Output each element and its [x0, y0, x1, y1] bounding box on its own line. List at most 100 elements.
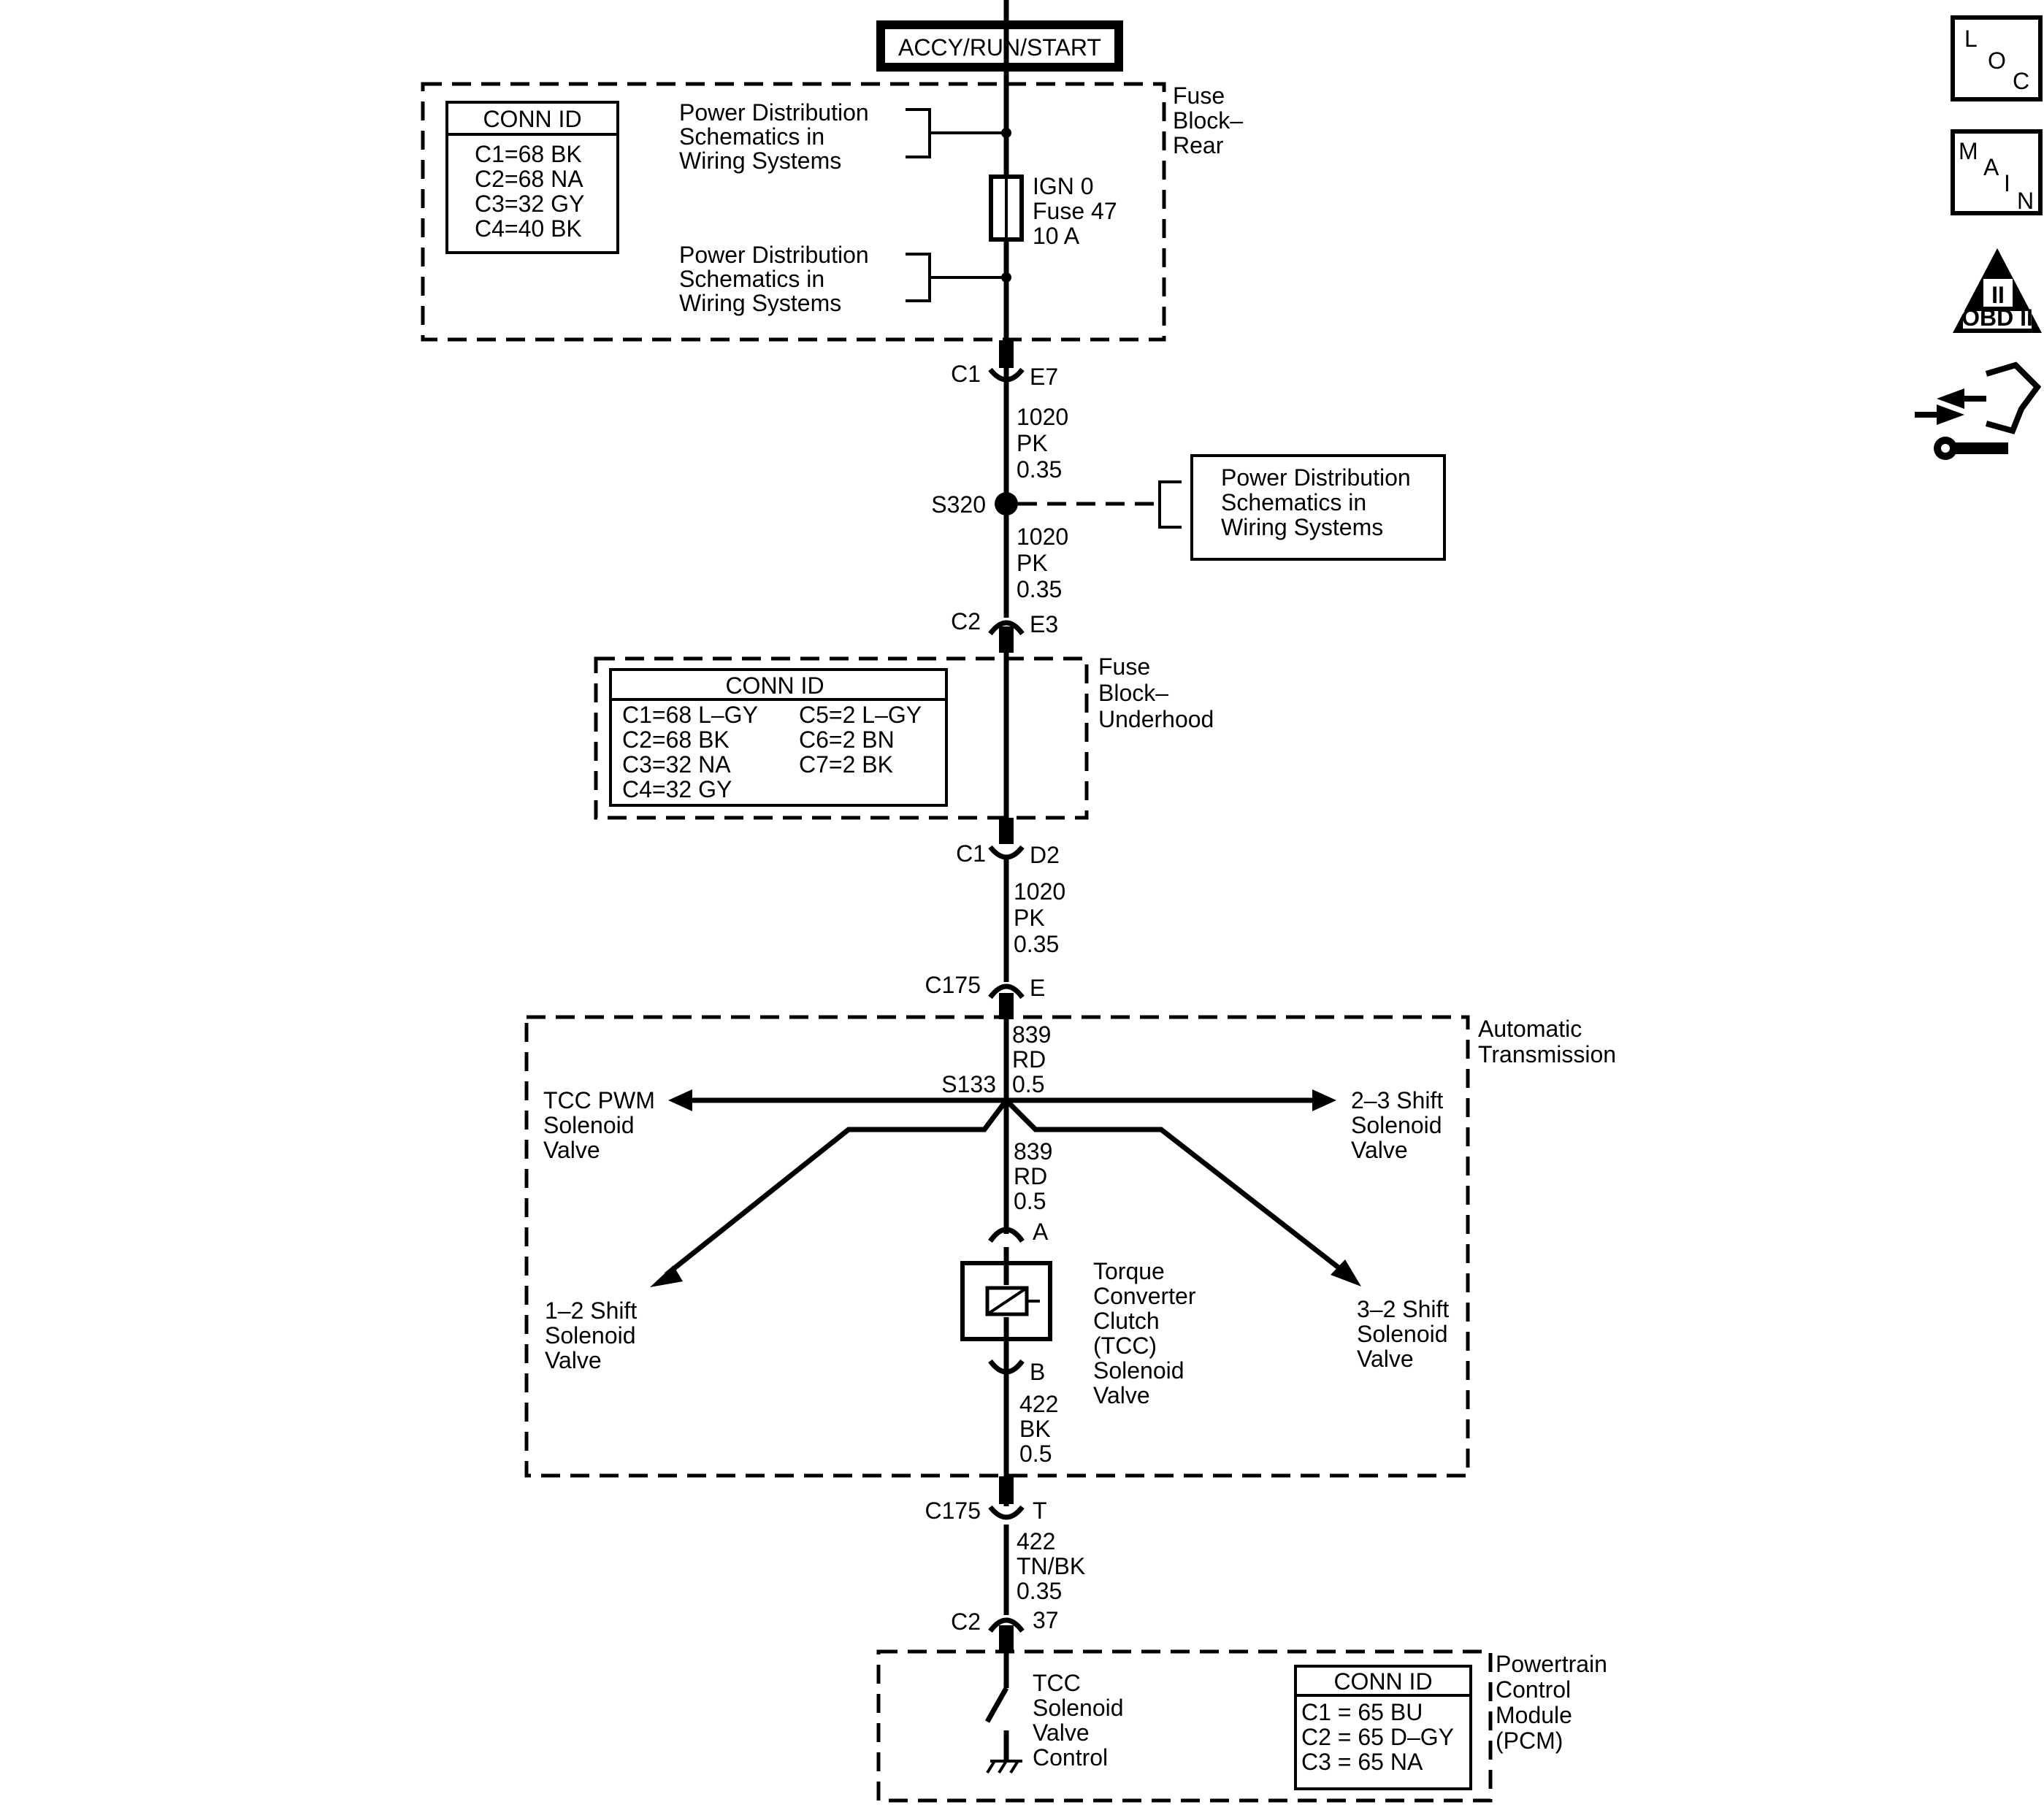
svg-text:C3=32 GY: C3=32 GY: [475, 191, 584, 217]
svg-text:Fuse: Fuse: [1098, 653, 1150, 680]
svg-text:TCC: TCC: [1033, 1670, 1081, 1696]
splice-s320: S320: [931, 480, 1182, 529]
svg-text:Schematics in: Schematics in: [679, 266, 824, 292]
automatic-transmission-boundary: [524, 1015, 1470, 1478]
svg-text:Valve: Valve: [1033, 1719, 1090, 1746]
svg-text:CONN ID: CONN ID: [483, 106, 581, 132]
branch-shift-12: 1–2 Shift Solenoid Valve: [545, 1098, 1008, 1373]
svg-text:Powertrain: Powertrain: [1496, 1651, 1607, 1677]
svg-text:PK: PK: [1017, 430, 1048, 456]
svg-text:Wiring Systems: Wiring Systems: [1221, 514, 1383, 540]
loc-icon[interactable]: L O C: [1951, 15, 2043, 101]
svg-text:Valve: Valve: [545, 1347, 602, 1373]
svg-text:10 A: 10 A: [1033, 223, 1080, 249]
svg-text:D2: D2: [1030, 842, 1060, 868]
svg-text:CONN ID: CONN ID: [725, 672, 824, 699]
connector-c175-e: C175 E: [925, 972, 1045, 1019]
svg-text:N: N: [2017, 188, 2034, 214]
svg-text:Control: Control: [1033, 1744, 1108, 1771]
wire-label-1020-b: 1020 PK 0.35: [1017, 524, 1068, 602]
svg-text:PK: PK: [1014, 905, 1045, 931]
svg-text:C1: C1: [951, 361, 981, 387]
svg-text:C2: C2: [951, 608, 981, 634]
svg-text:422: 422: [1019, 1391, 1058, 1417]
power-distribution-ref-2: Power Distribution Schematics in Wiring …: [679, 242, 1011, 316]
svg-text:Solenoid: Solenoid: [1351, 1112, 1442, 1138]
svg-text:I: I: [2004, 170, 2010, 196]
svg-text:L: L: [1964, 26, 1978, 52]
svg-text:1020: 1020: [1017, 524, 1068, 550]
svg-text:C7=2 BK: C7=2 BK: [799, 751, 893, 778]
svg-text:OBD II: OBD II: [1961, 304, 2033, 331]
svg-text:(PCM): (PCM): [1496, 1727, 1563, 1754]
svg-text:1020: 1020: [1017, 404, 1068, 430]
svg-text:E3: E3: [1030, 611, 1058, 637]
svg-text:Power Distribution: Power Distribution: [679, 99, 869, 126]
svg-text:1020: 1020: [1014, 878, 1065, 905]
svg-text:Valve: Valve: [1357, 1346, 1414, 1372]
tcc-solenoid-label: Torque Converter Clutch (TCC) Solenoid V…: [1093, 1258, 1196, 1408]
svg-text:C2: C2: [951, 1608, 981, 1635]
svg-text:O: O: [1988, 47, 2006, 74]
wire-label-839-b: 839 RD 0.5: [1014, 1138, 1052, 1214]
svg-text:C2=68 NA: C2=68 NA: [475, 166, 583, 192]
connector-c2-e3: C2 E3: [951, 608, 1058, 653]
fuse-block-rear-label: Fuse Block– Rear: [1173, 83, 1243, 158]
svg-text:C1 = 65 BU: C1 = 65 BU: [1301, 1699, 1423, 1725]
svg-text:TCC PWM: TCC PWM: [543, 1087, 655, 1113]
conn-id-underhood: CONN ID C1=68 L–GY C2=68 BK C3=32 NA C4=…: [609, 668, 948, 807]
tcc-solenoid: [960, 1247, 1052, 1357]
svg-text:C4=40 BK: C4=40 BK: [475, 215, 582, 242]
svg-text:0.35: 0.35: [1017, 1578, 1062, 1604]
conn-id-rear: CONN ID C1=68 BK C2=68 NA C3=32 GY C4=40…: [445, 101, 619, 254]
svg-text:Block–: Block–: [1098, 680, 1168, 706]
connector-repair-icon[interactable]: [1915, 361, 2042, 460]
svg-text:Valve: Valve: [543, 1137, 600, 1163]
wire-label-1020-c: 1020 PK 0.35: [1014, 878, 1065, 957]
pcm-label: Powertrain Control Module (PCM): [1496, 1651, 1607, 1754]
power-distribution-ref-1: Power Distribution Schematics in Wiring …: [679, 99, 1011, 174]
svg-text:Clutch: Clutch: [1093, 1308, 1160, 1334]
svg-text:C2 = 65 D–GY: C2 = 65 D–GY: [1301, 1724, 1454, 1750]
wire-label-839-a: 839 RD 0.5: [1012, 1021, 1051, 1097]
svg-text:C1=68 L–GY: C1=68 L–GY: [622, 702, 758, 728]
svg-text:0.35: 0.35: [1017, 456, 1062, 483]
svg-text:Control: Control: [1496, 1676, 1571, 1703]
svg-text:TN/BK: TN/BK: [1017, 1553, 1085, 1579]
svg-text:RD: RD: [1014, 1163, 1047, 1189]
pcm-switch: [984, 1652, 1022, 1774]
svg-text:2–3 Shift: 2–3 Shift: [1351, 1087, 1443, 1113]
svg-text:C1: C1: [956, 840, 986, 867]
connector-c1-d2: C1 D2: [956, 818, 1060, 868]
svg-text:0.5: 0.5: [1014, 1188, 1046, 1214]
svg-text:Power Distribution: Power Distribution: [679, 242, 869, 268]
svg-text:C1=68 BK: C1=68 BK: [475, 141, 582, 167]
svg-text:Valve: Valve: [1093, 1382, 1150, 1408]
branch-shift-23: 2–3 Shift Solenoid Valve: [1006, 1087, 1443, 1163]
svg-text:Module: Module: [1496, 1702, 1572, 1728]
svg-text:(TCC): (TCC): [1093, 1332, 1157, 1359]
svg-text:C5=2 L–GY: C5=2 L–GY: [799, 702, 922, 728]
main-icon[interactable]: M A I N: [1951, 129, 2043, 215]
svg-text:0.5: 0.5: [1012, 1071, 1044, 1097]
svg-text:C: C: [2013, 68, 2029, 94]
svg-text:S320: S320: [931, 491, 986, 518]
svg-text:Solenoid: Solenoid: [1093, 1357, 1184, 1384]
svg-text:Valve: Valve: [1351, 1137, 1408, 1163]
svg-text:0.35: 0.35: [1014, 931, 1059, 957]
svg-text:PK: PK: [1017, 550, 1048, 576]
svg-text:C4=32 GY: C4=32 GY: [622, 776, 732, 802]
svg-text:M: M: [1959, 138, 1978, 164]
svg-text:839: 839: [1014, 1138, 1052, 1165]
branch-shift-32: 3–2 Shift Solenoid Valve: [1004, 1098, 1449, 1372]
svg-text:422: 422: [1017, 1528, 1055, 1554]
fuse-47: IGN 0 Fuse 47 10 A: [989, 173, 1117, 249]
obd-ii-icon[interactable]: II OBD II: [1953, 248, 2042, 333]
svg-text:CONN ID: CONN ID: [1333, 1668, 1432, 1695]
pcm-control-label: TCC Solenoid Valve Control: [1033, 1670, 1124, 1771]
svg-text:839: 839: [1012, 1021, 1051, 1048]
svg-text:RD: RD: [1012, 1046, 1046, 1073]
svg-text:Automatic: Automatic: [1478, 1016, 1582, 1042]
svg-text:C2=68 BK: C2=68 BK: [622, 726, 730, 753]
